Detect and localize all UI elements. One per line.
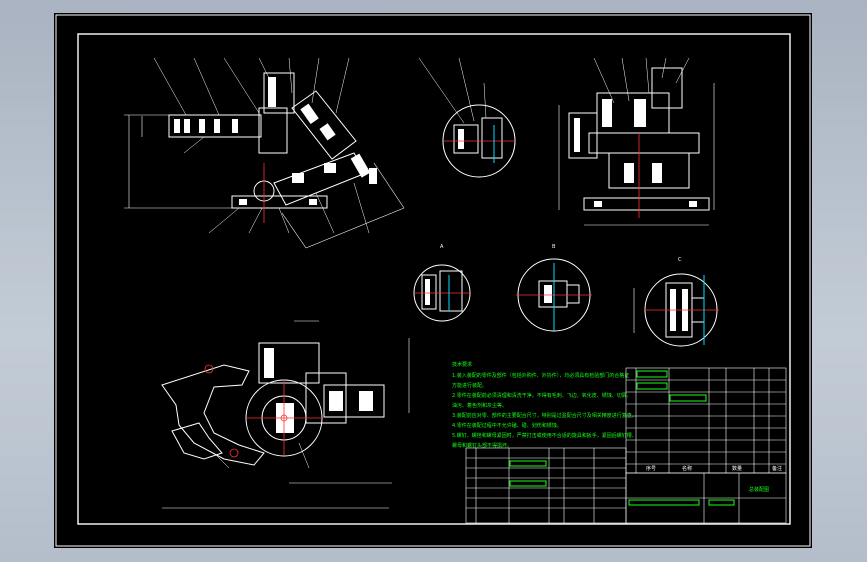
- view-label-c: C: [678, 257, 682, 263]
- note-line: 螺母和螺钉头部不得损坏。: [452, 442, 512, 449]
- header-remark: 备注: [772, 465, 782, 472]
- header-index: 序号: [646, 465, 656, 472]
- note-line: 5.螺钉、螺栓和螺母紧固时，严禁打击或使用不合适的旋具和扳手，紧固后螺钉槽、: [452, 432, 637, 439]
- cad-viewport[interactable]: 技术要求 1.装入装配的零件及部件（包括外购件、外协件），均必须具有检验部门的合…: [54, 13, 812, 548]
- gripper-view: [161, 320, 410, 509]
- note-line: 4.零件在装配过程中不允许磕、碰、划伤和锈蚀。: [452, 422, 562, 429]
- detail-view-b: [516, 258, 592, 332]
- detail-view-a: [413, 264, 471, 322]
- note-line: 3.装配前应对零、部件的主要配合尺寸，特别是过盈配合尺寸及相关精度进行复查。: [452, 412, 637, 419]
- table-header-row: 序号 名称 数量 备注: [646, 465, 782, 472]
- note-line: 2.零件在装配前必须清理和清洗干净，不得有毛刺、飞边、氧化皮、锈蚀、切屑、: [452, 392, 632, 399]
- sheet-border: [55, 14, 811, 547]
- header-name: 名称: [682, 465, 692, 472]
- title-block: 总装配图: [625, 472, 787, 524]
- drawing-frame: [77, 33, 791, 525]
- detail-view-1: [418, 57, 516, 178]
- view-label-a: A: [440, 244, 444, 250]
- title-block-label: 总装配图: [749, 486, 769, 493]
- parts-list-lower: [465, 447, 627, 524]
- technical-notes: 技术要求 1.装入装配的零件及部件（包括外购件、外协件），均必须具有检验部门的合…: [452, 361, 637, 449]
- header-qty: 数量: [732, 465, 742, 472]
- detail-view-c: [633, 273, 719, 347]
- side-view: [558, 57, 715, 226]
- front-view-arm: [124, 57, 405, 249]
- note-line: 方能进行装配。: [452, 382, 487, 389]
- note-line: 1.装入装配的零件及部件（包括外购件、外协件），均必须具有检验部门的合格证: [452, 372, 629, 379]
- note-line: 油污、着色剂和灰尘等。: [452, 402, 507, 409]
- assembly-drawing: 技术要求 1.装入装配的零件及部件（包括外购件、外协件），均必须具有检验部门的合…: [55, 14, 811, 547]
- view-label-b: B: [552, 244, 556, 250]
- parts-list-upper: [625, 367, 787, 474]
- notes-heading: 技术要求: [452, 361, 472, 368]
